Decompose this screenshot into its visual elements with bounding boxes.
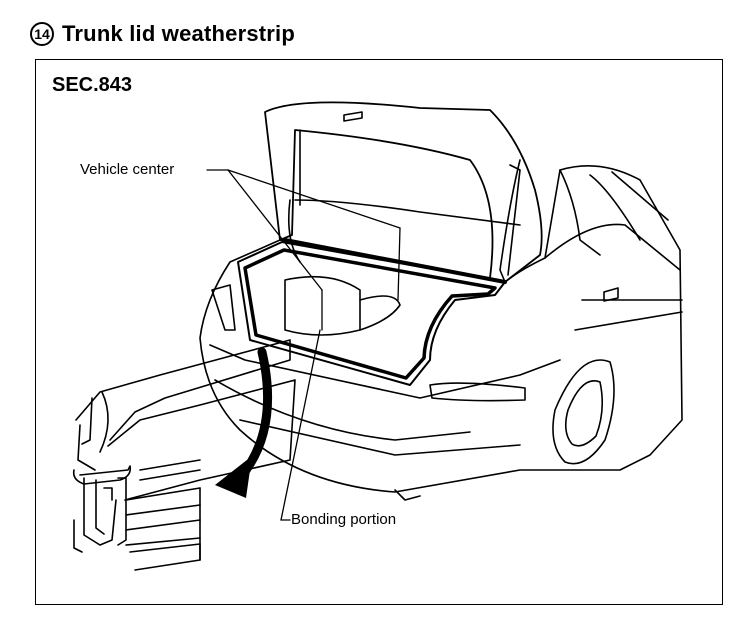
callout-bonding-portion: Bonding portion: [291, 511, 397, 528]
trunk-opening: [237, 238, 507, 386]
figure-frame: [35, 59, 723, 605]
section-title: 14 Trunk lid weatherstrip: [30, 18, 295, 50]
car-body: [199, 165, 683, 501]
section-code: SEC.843: [52, 74, 133, 96]
title-text: Trunk lid weatherstrip: [62, 21, 296, 46]
step-number-badge: 14: [30, 22, 54, 46]
weatherstrip-cross-section: [72, 339, 296, 571]
direction-arrow: [215, 347, 273, 498]
leader-lines: [206, 169, 401, 521]
trunk-lid: [264, 101, 543, 283]
callout-vehicle-center: Vehicle center: [80, 161, 175, 178]
